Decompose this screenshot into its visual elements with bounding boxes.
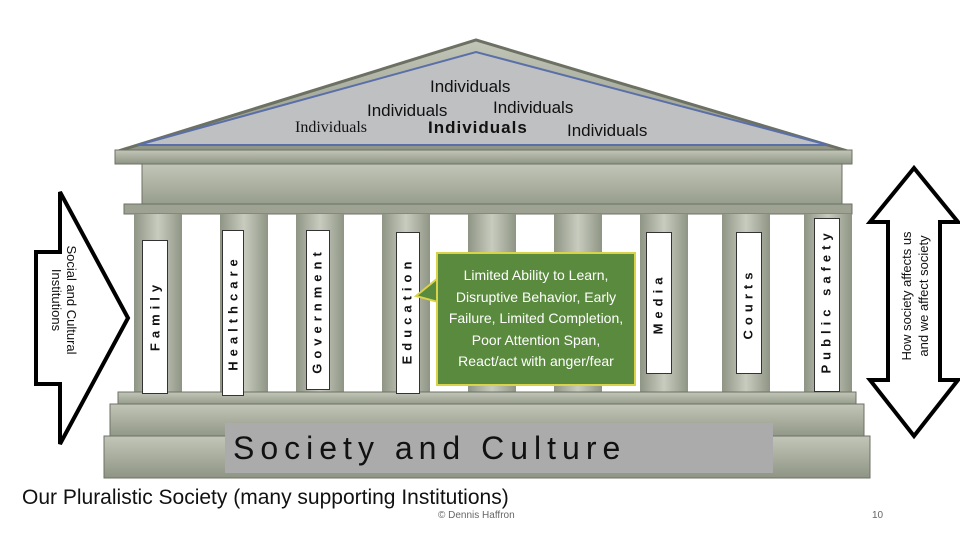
- slide-caption: Our Pluralistic Society (many supporting…: [22, 486, 509, 509]
- base-label: Society and Culture: [233, 429, 627, 466]
- roof-inner: [137, 50, 829, 146]
- panel-courts: [736, 232, 762, 374]
- pillar-label-healthcare: Healthcare: [225, 254, 241, 371]
- callout-box: Limited Ability to Learn, Disruptive Beh…: [436, 252, 636, 386]
- roof-label-mid-right: Individuals: [493, 98, 574, 117]
- right-arrow-label: How society affects us and we affect soc…: [899, 231, 931, 361]
- panel-family: [142, 240, 168, 394]
- cornice: [114, 149, 853, 165]
- panel-healthcare: [222, 230, 244, 396]
- pillar-label-public-safety: Public safety: [818, 228, 834, 374]
- panel-education: [396, 232, 420, 394]
- panel-media: [646, 232, 672, 374]
- left-arrow-label: Social and Cultural Institutions: [49, 245, 79, 355]
- right-double-arrow: [865, 164, 960, 440]
- left-arrow: [34, 191, 131, 445]
- roof-label-low-right: Individuals: [567, 121, 648, 140]
- callout-text: Limited Ability to Learn, Disruptive Beh…: [448, 267, 624, 370]
- panel-government: [306, 230, 330, 390]
- pillar-label-media: Media: [650, 272, 666, 335]
- roof-label-mid-left: Individuals: [367, 101, 448, 120]
- page-number: 10: [872, 510, 884, 521]
- roof-label-low-left: Individuals: [295, 119, 367, 136]
- pillar-label-family: Family: [147, 279, 163, 352]
- pillar-label-government: Government: [309, 247, 325, 374]
- base-banner: Society and Culture: [225, 423, 773, 473]
- pillar-label-education: Education: [399, 256, 415, 365]
- copyright-text: © Dennis Haffron: [438, 510, 515, 521]
- roof-label-low-center: Individuals: [428, 118, 528, 137]
- pillar-label-courts: Courts: [740, 267, 756, 340]
- panel-public-safety: [814, 218, 840, 392]
- roof-label-top: Individuals: [430, 77, 511, 96]
